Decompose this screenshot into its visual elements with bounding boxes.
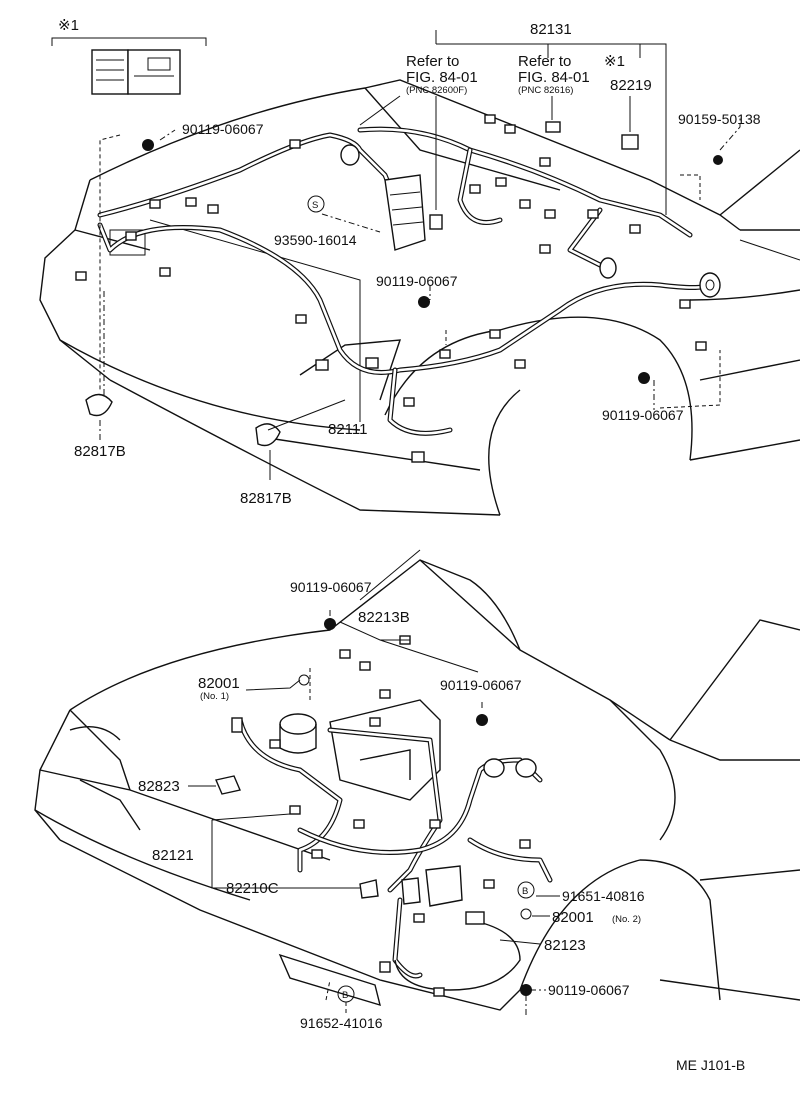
b-mark-b: B (342, 990, 348, 1001)
refer-a-line1: Refer to (406, 53, 459, 70)
part-82001-no2: 82001 (552, 909, 594, 926)
part-90119-06067-c: 90119-06067 (602, 407, 684, 423)
note-mark: ※1 (58, 17, 79, 34)
top-diagram: ※1 (39, 17, 800, 516)
part-82823: 82823 (138, 778, 180, 795)
part-82001-no2-sub: (No. 2) (612, 914, 641, 925)
bottom-bolts (215, 618, 532, 996)
part-93590-16014: 93590-16014 (274, 232, 357, 248)
bottom-car-body (34, 559, 800, 1011)
reservoir-tank (279, 699, 441, 801)
bottom-diagram: B B 90119-06067 82213B 82001 (No. (34, 549, 800, 1031)
part-82121: 82121 (152, 847, 194, 864)
bottom-grommet (483, 758, 537, 778)
bottom-leaders (188, 549, 560, 1016)
part-90119-06067-a: 90119-06067 (182, 121, 264, 137)
clamp-icons (85, 393, 281, 447)
part-91651-40816: 91651-40816 (562, 888, 645, 904)
refer-a-line2: FIG. 84-01 (406, 69, 478, 86)
part-82817b-b: 82817B (240, 490, 292, 507)
booklet-icon (91, 49, 181, 95)
part-90119-06067-b: 90119-06067 (376, 273, 458, 289)
part-91652-41016: 91652-41016 (300, 1015, 383, 1031)
part-82213b: 82213B (358, 609, 410, 626)
part-82123: 82123 (544, 937, 586, 954)
part-82001-no1-sub: (No. 1) (200, 691, 229, 702)
part-82001-no1: 82001 (198, 675, 240, 692)
part-90119-06067-d: 90119-06067 (290, 579, 372, 595)
part-90119-06067-e: 90119-06067 (440, 677, 522, 693)
b-mark-a: B (522, 886, 528, 897)
s-mark: S (312, 200, 318, 211)
note-mark-b: ※1 (604, 53, 625, 70)
part-90119-06067-f: 90119-06067 (548, 982, 630, 998)
top-harness-82111 (97, 126, 713, 436)
refer-b-line2: FIG. 84-01 (518, 69, 590, 86)
relay-block (384, 174, 443, 251)
part-82210c: 82210C (226, 880, 279, 897)
refer-b-pnc: (PNC 82616) (518, 85, 573, 96)
b-marker-a (517, 881, 535, 899)
part-90159-50138: 90159-50138 (678, 111, 761, 127)
top-car-body (39, 79, 800, 516)
top-grommets (340, 144, 721, 298)
top-bolts (142, 121, 723, 384)
part-82131: 82131 (530, 21, 572, 38)
bottom-harness-82121 (237, 717, 553, 991)
part-82111: 82111 (328, 421, 368, 438)
part-82817b-a: 82817B (74, 443, 126, 460)
note-bracket (51, 37, 207, 46)
top-leaders (99, 30, 741, 480)
part-82219: 82219 (610, 77, 652, 94)
bottom-relay (401, 865, 485, 925)
s-marker (307, 195, 325, 213)
top-connectors (75, 114, 707, 463)
diagram-code: ME J101-B (676, 1057, 745, 1073)
refer-b-line1: Refer to (518, 53, 571, 70)
refer-a-pnc: (PNC 82600F) (406, 85, 467, 96)
